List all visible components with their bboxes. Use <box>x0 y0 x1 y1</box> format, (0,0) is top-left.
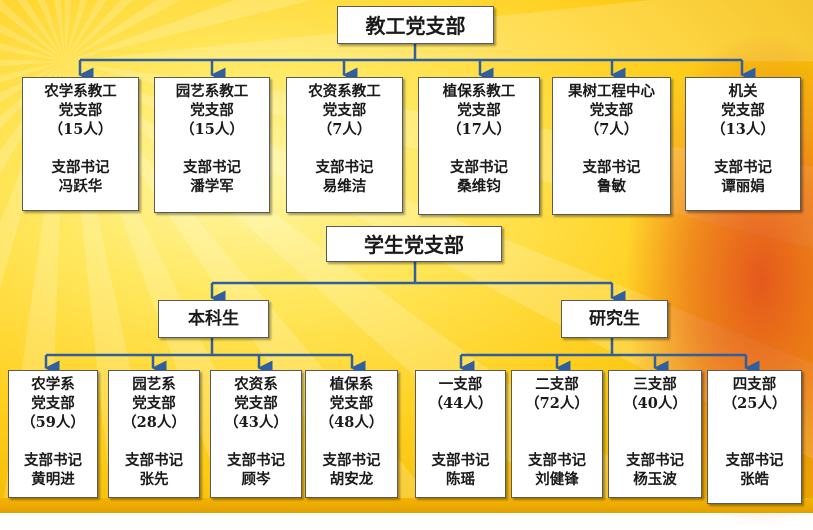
faculty-branch: 果树工程中心党支部（7人）支部书记鲁敏 <box>552 77 671 215</box>
undergrad-branch: 农资系党支部（43人）支部书记顾岑 <box>210 370 302 498</box>
faculty-branch: 机关党支部（13人）支部书记谭丽娟 <box>685 77 801 211</box>
graduate-branch: 二支部（72人）支部书记刘健锋 <box>511 370 603 498</box>
undergrad-header: 本科生 <box>158 300 269 338</box>
faculty-branch: 园艺系教工党支部（15人）支部书记潘学军 <box>154 77 270 213</box>
faculty-branch: 农学系教工党支部（15人）支部书记冯跃华 <box>22 77 139 211</box>
undergrad-branch: 植保系党支部（48人）支部书记胡安龙 <box>305 370 398 498</box>
faculty-branch: 农资系教工党支部（7人）支部书记易维洁 <box>286 77 403 213</box>
connector-lines <box>44 44 760 376</box>
graduate-branch: 三支部（40人）支部书记杨玉波 <box>608 370 702 498</box>
graduate-branch: 一支部（44人）支部书记陈瑶 <box>415 370 506 498</box>
students-header: 学生党支部 <box>326 226 502 262</box>
bottom-strip <box>0 498 813 513</box>
undergrad-branch: 园艺系党支部（28人）支部书记张先 <box>108 370 200 498</box>
undergrad-branch: 农学系党支部（59人）支部书记黄明进 <box>8 370 98 498</box>
graduate-branch: 四支部（25人）支部书记张皓 <box>707 370 802 504</box>
faculty-header: 教工党支部 <box>337 6 494 44</box>
faculty-branch: 植保系教工党支部（17人）支部书记桑维钧 <box>418 77 540 215</box>
graduate-header: 研究生 <box>561 300 668 338</box>
